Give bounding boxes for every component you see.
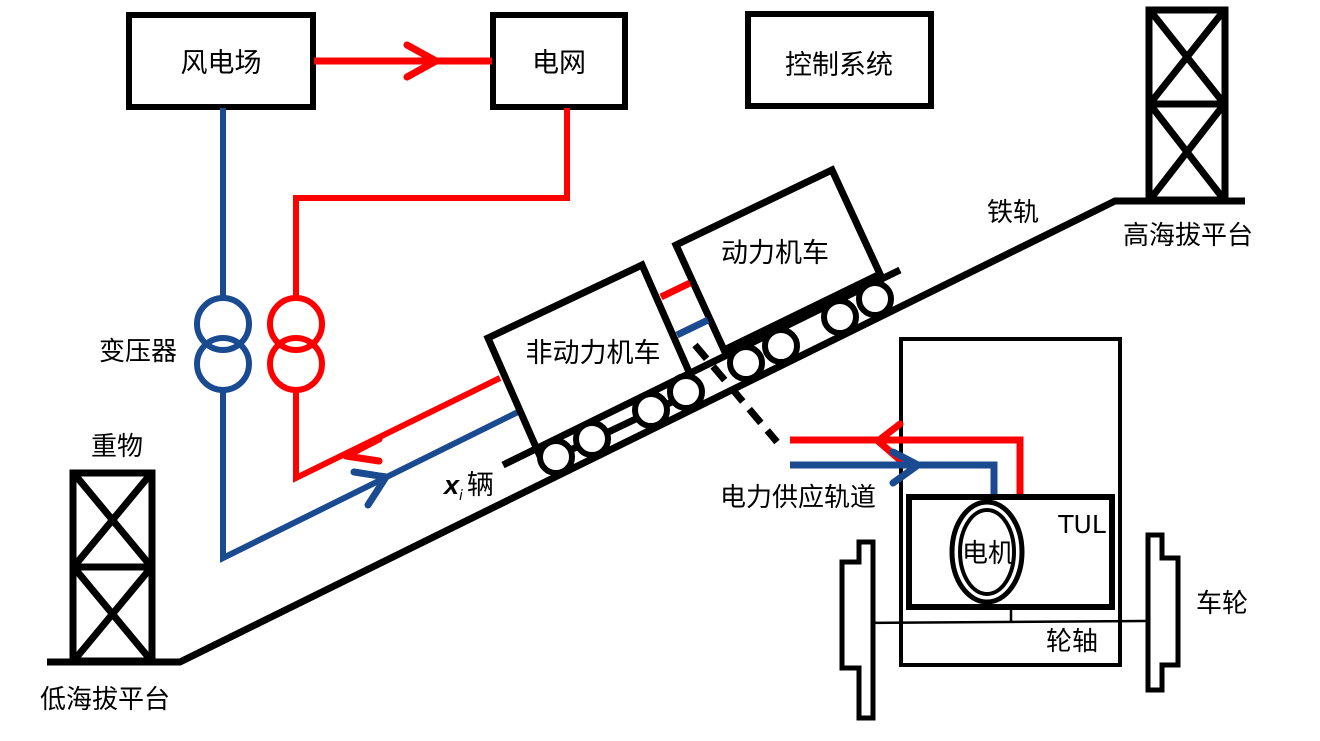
arrowhead-right-icon [403,41,440,81]
wheel-circle [762,327,800,365]
wheel-label: 车轮 [1196,589,1248,619]
weight-label: 重物 [91,432,143,462]
transformer-red [267,295,325,393]
red-power-line-lower [293,375,502,483]
wind-to-grid-arrow [314,41,492,81]
control-system-label: 控制系统 [785,50,893,81]
axle-line [852,619,1151,625]
grid-box: 电网 [490,12,628,110]
coupling-red [659,279,692,301]
rail-label: 铁轨 [987,198,1039,228]
low-platform-tower [69,469,156,665]
wheel-circle [537,438,575,476]
arrowhead-right-icon [889,448,922,487]
left-wheel [839,539,876,721]
motor-label: 电机 [962,539,1014,569]
car-wheels [537,280,894,476]
non-powered-car-label: 非动力机车 [526,338,661,369]
wind-farm-box: 风电场 [126,12,316,110]
low-platform-label: 低海拔平台 [40,685,170,715]
rail-track [47,197,1245,666]
control-system-box: 控制系统 [745,11,934,109]
right-wheel [1145,532,1181,693]
high-platform-label: 高海拔平台 [1123,221,1253,251]
red-power-line [293,108,570,298]
arrowhead-outgoing-icon [342,435,383,465]
detail-leader-line [692,342,780,445]
wheel-circle [727,344,765,382]
grid-label: 电网 [532,48,586,79]
detail-view: 电力供应轨道 TUL 电机 轮轴 车轮 [720,337,1248,721]
wheel-circle [856,280,894,318]
wheel-circle [632,391,670,429]
arrowhead-incoming-icon [350,468,390,509]
car-frame [899,337,1122,667]
wheel-circle [573,420,611,458]
supply-line-red [790,436,1024,495]
high-platform-tower [1145,6,1229,204]
transformer-label: 变压器 [99,337,177,367]
wheel-circle [821,298,859,336]
tul-label: TUL [1057,510,1106,539]
axle-label: 轮轴 [1046,627,1098,657]
wind-farm-label: 风电场 [181,48,262,79]
coupling-blue [675,316,710,339]
motor-inner [958,508,1016,596]
transformer-blue [194,295,252,393]
wheel-circle [667,373,705,411]
blue-power-line-lower [220,390,520,563]
powered-car: 动力机车 [671,165,885,355]
supply-track-label: 电力供应轨道 [720,483,876,513]
powered-car-label: 动力机车 [721,238,829,269]
supply-line-blue [790,461,998,495]
